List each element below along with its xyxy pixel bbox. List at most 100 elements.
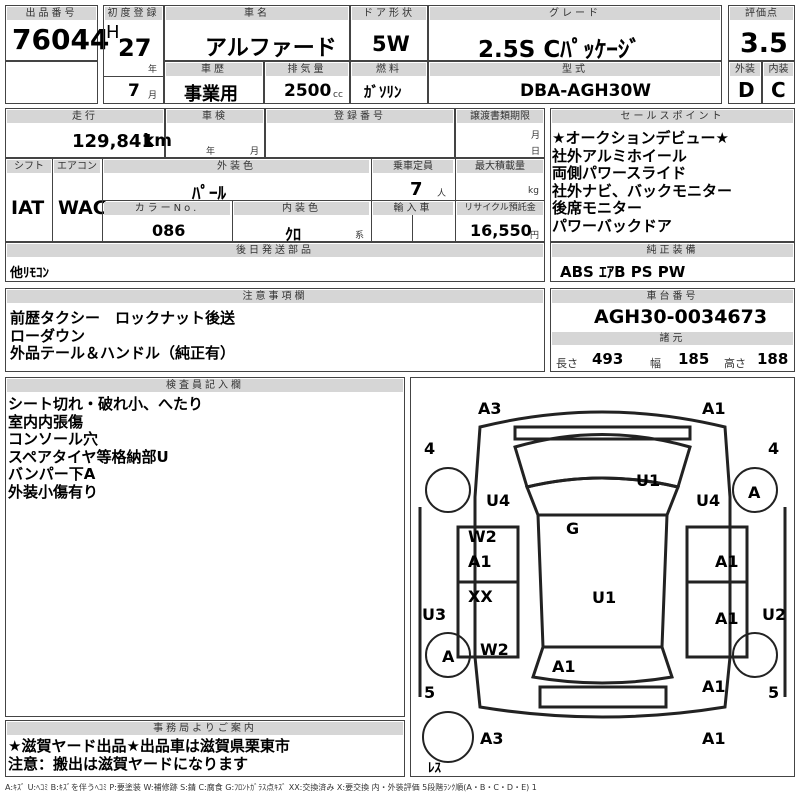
model: DBA-AGH30W xyxy=(520,81,652,101)
sales-point-line: 両側パワースライド xyxy=(552,164,687,182)
lot-number: 76044 xyxy=(12,23,110,56)
transfer-day-unit: 日 xyxy=(531,147,541,157)
mark-rear-right: A1 xyxy=(702,677,726,696)
inspector-box xyxy=(5,377,405,717)
diagram-marks-layer: A3 A1 U1 U4 U4 A G W2 A1 A1 XX U1 U3 U2 … xyxy=(410,377,795,777)
sales-point-line: 後席モニター xyxy=(552,199,643,217)
regno-box xyxy=(265,108,455,158)
height: 188 xyxy=(757,350,789,368)
inspection-box xyxy=(165,108,265,158)
disp-unit: cc xyxy=(333,90,343,100)
mark-left-rear-door: XX xyxy=(468,587,493,606)
sales-point-line: 社外ナビ、バックモニター xyxy=(552,181,733,200)
insp-year-unit: 年 xyxy=(206,147,216,157)
inspector-line: 室内内張傷 xyxy=(8,412,84,431)
later-parts-label: 後日発送部品 xyxy=(7,244,543,257)
history-label: 車歴 xyxy=(166,63,262,76)
length-label: 長さ xyxy=(556,357,578,370)
mileage-unit: km xyxy=(143,131,173,151)
import-label: 輸入車 xyxy=(373,202,453,215)
car-name: アルファード xyxy=(205,36,337,61)
specs-divider-1 xyxy=(52,159,53,241)
inspector-line: スペアタイヤ等格納部U xyxy=(8,447,169,466)
reg-divider xyxy=(104,76,163,77)
reg-box xyxy=(103,5,164,104)
reg-month-unit: 月 xyxy=(148,91,158,101)
interior: ｸﾛ xyxy=(285,225,302,244)
spare-label: ﾚｽ xyxy=(428,761,441,776)
lot-box xyxy=(5,5,98,61)
mark-rear-bumper-right: A1 xyxy=(702,729,726,748)
right-rear-door xyxy=(685,580,749,659)
mark-front-right-tire: A xyxy=(748,483,761,502)
ext-box xyxy=(728,61,762,104)
mark-left-front-door-1: W2 xyxy=(468,527,497,546)
interior-label: 内装色 xyxy=(234,202,369,215)
later-parts-value: 他ﾘﾓｺﾝ xyxy=(10,266,50,281)
color-label: 外装色 xyxy=(104,160,369,173)
width-label: 幅 xyxy=(650,357,661,370)
interior-unit: 系 xyxy=(355,231,365,241)
office-line: ★滋賀ヤード出品★出品車は滋賀県栗東市 xyxy=(8,737,290,755)
transfer-box xyxy=(455,108,545,158)
ext-grade: D xyxy=(738,78,755,102)
disp-box xyxy=(264,61,350,104)
transfer-label: 譲渡書類期限 xyxy=(457,110,543,123)
chassis-label: 車台番号 xyxy=(552,290,793,303)
chassis-number: AGH30-0034673 xyxy=(594,306,768,328)
ext-label: 外装 xyxy=(730,63,760,76)
notes-box xyxy=(5,288,545,372)
grade: 2.5S Cﾊﾟｯｹｰｼﾞ xyxy=(478,37,641,63)
shift: IAT xyxy=(11,197,45,219)
disp-label: 排気量 xyxy=(266,63,348,76)
color: ﾊﾟｰﾙ xyxy=(192,184,226,204)
office-box xyxy=(5,720,405,777)
note-line: ローダウン xyxy=(10,326,86,345)
mark-right-front-door: A1 xyxy=(715,552,739,571)
mark-front-right: A1 xyxy=(702,399,726,418)
score: 3.5 xyxy=(740,28,788,59)
grade-label: グレード xyxy=(430,7,720,20)
insp-month-unit: 月 xyxy=(250,147,260,157)
mark-rear-left-tire: A xyxy=(442,647,455,666)
transfer-month-unit: 月 xyxy=(531,131,541,141)
mark-right-fender: U4 xyxy=(696,491,721,510)
capacity: 7 xyxy=(410,179,423,200)
mark-roof: U1 xyxy=(592,588,617,607)
height-label: 高さ xyxy=(724,357,746,370)
int-label: 内装 xyxy=(764,63,793,76)
office-label: 事務局よりご案内 xyxy=(7,722,403,735)
later-parts-box xyxy=(5,242,545,282)
lot-label: 出品番号 xyxy=(7,7,96,20)
chassis-box xyxy=(550,288,795,372)
tire-label-rear-left: 5 xyxy=(424,683,436,702)
mileage-box xyxy=(5,108,165,158)
notes-label: 注意事項欄 xyxy=(7,290,543,303)
reg-year: 27 xyxy=(118,34,152,62)
mileage: 129,841 xyxy=(72,131,154,152)
shift-label: シフト xyxy=(7,160,51,173)
specs-divider-5 xyxy=(232,201,233,241)
inspector-list: シート切れ・破れ小、へたり 室内内張傷 コンソール穴 スペアタイヤ等格納部U バ… xyxy=(8,395,203,501)
legend: A:ｷｽﾞ U:ﾍｺﾐ B:ｷｽﾞを伴うﾍｺﾐ P:要塗装 W:補修跡 S:錆 … xyxy=(5,783,537,792)
name-label: 車名 xyxy=(166,7,348,20)
sales-points-box xyxy=(550,108,795,242)
reg-label: 初度登録 xyxy=(105,7,162,20)
tire-label-rear-right: 5 xyxy=(768,683,780,702)
lot-box-lower xyxy=(5,61,98,104)
door-box xyxy=(350,5,428,61)
mark-rear-glass: A1 xyxy=(552,657,576,676)
ac-label: エアコン xyxy=(54,160,100,173)
sales-point-line: 社外アルミホイール xyxy=(552,146,687,165)
width: 185 xyxy=(678,350,710,368)
inspector-line: バンパー下A xyxy=(8,465,96,483)
notes-list: 前歴タクシー ロックナット後送 ローダウン 外品テール＆ハンドル（純正有） xyxy=(10,309,235,363)
history: 事業用 xyxy=(184,84,238,105)
door-type: 5W xyxy=(372,32,410,56)
reg-month: 7 xyxy=(128,81,140,101)
equipment-box xyxy=(550,242,795,282)
inspection-label: 車検 xyxy=(167,110,263,123)
mark-right-quarter: U2 xyxy=(762,605,787,624)
mark-left-fender: U4 xyxy=(486,491,511,510)
sales-points-list: ★オークションデビュー★ 社外アルミホイール 両側パワースライド 社外ナビ、バッ… xyxy=(552,129,733,235)
